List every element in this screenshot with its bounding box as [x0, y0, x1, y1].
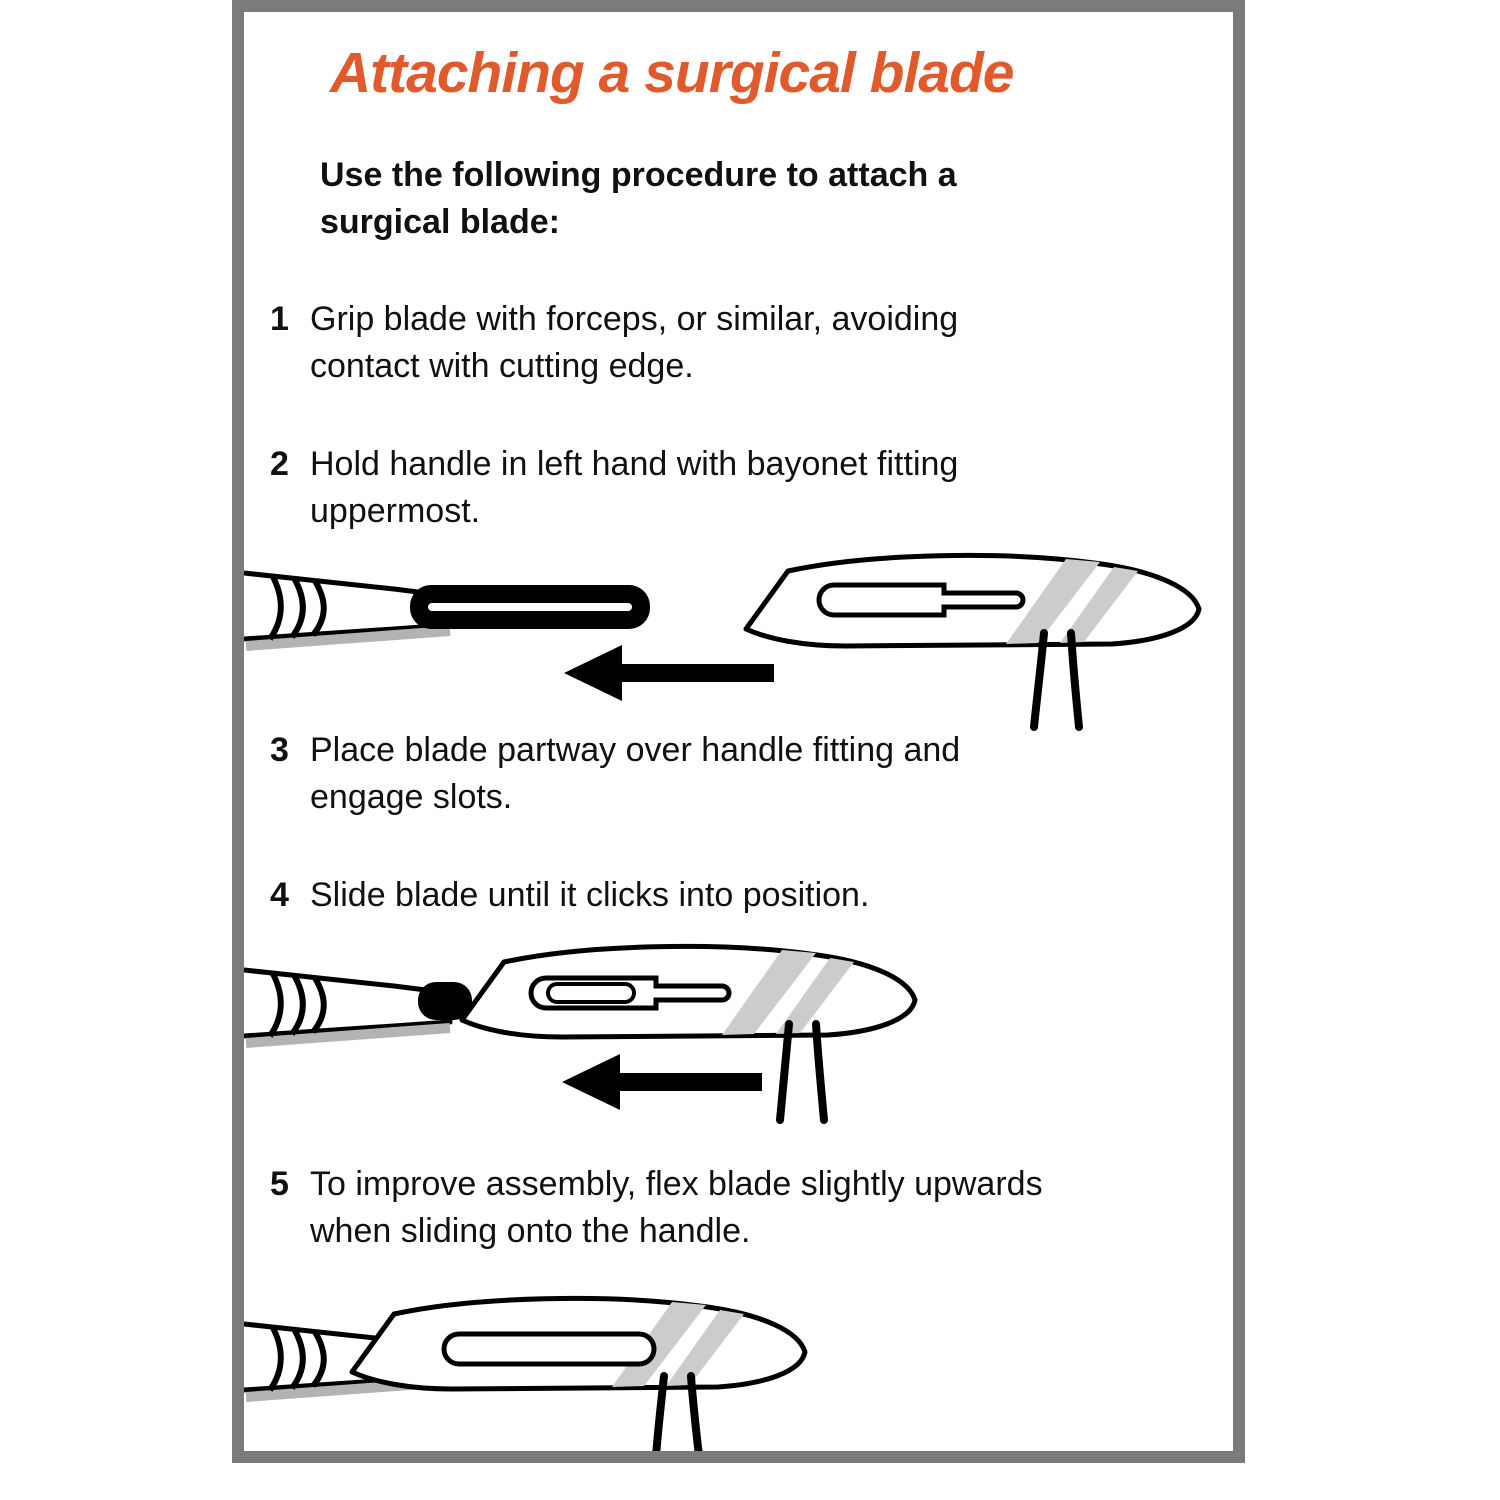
step-5-text: To improve assembly, flex blade slightly…	[310, 1165, 1043, 1250]
left-arrow-icon	[562, 1054, 762, 1110]
surgical-blade-icon	[746, 555, 1199, 646]
page-frame: Attaching a surgical blade Use the follo…	[232, 0, 1245, 1463]
forceps-icon	[652, 1372, 703, 1451]
page-title: Attaching a surgical blade	[330, 41, 1015, 105]
intro-prefix: Use the following procedure to	[320, 156, 829, 194]
step-2-text: Hold handle in left hand with bayonet fi…	[310, 445, 959, 530]
step-5: 5 To improve assembly, flex blade slight…	[270, 1161, 1050, 1255]
step-5-number: 5	[270, 1165, 289, 1203]
step-2-number: 2	[270, 445, 289, 483]
left-arrow-icon	[564, 645, 774, 701]
step-3-number: 3	[270, 731, 289, 769]
intro-suffix: a surgical blade:	[320, 156, 957, 241]
step-4-text: Slide blade until it clicks into positio…	[310, 876, 870, 914]
page-content: Attaching a surgical blade Use the follo…	[244, 12, 1233, 1451]
step-4-number: 4	[270, 876, 289, 914]
intro-emphasis: attach	[828, 156, 929, 194]
figure-1-drawing	[244, 535, 1233, 731]
figure-3-drawing	[244, 1284, 1233, 1451]
step-1-number: 1	[270, 300, 289, 338]
step-1-text: Grip blade with forceps, or similar, avo…	[310, 300, 959, 385]
forceps-icon	[1030, 629, 1083, 731]
step-1: 1 Grip blade with forceps, or similar, a…	[270, 296, 1050, 390]
surgical-blade-icon	[462, 946, 915, 1037]
intro-text: Use the following procedure to attach a …	[320, 152, 1010, 246]
step-2: 2 Hold handle in left hand with bayonet …	[270, 441, 1050, 535]
forceps-icon	[776, 1020, 828, 1124]
step-4: 4 Slide blade until it clicks into posit…	[270, 872, 1050, 919]
figure-2-drawing	[244, 930, 1233, 1124]
figure-blade-attached	[244, 1284, 1233, 1451]
figure-blade-partway-on-handle	[244, 930, 1233, 1130]
bayonet-fitting-icon	[418, 982, 472, 1020]
bayonet-fitting-icon	[410, 585, 650, 629]
surgical-blade-icon	[352, 1298, 805, 1389]
step-3: 3 Place blade partway over handle fittin…	[270, 727, 1050, 821]
step-3-text: Place blade partway over handle fitting …	[310, 731, 961, 816]
figure-blade-approaching-handle	[244, 535, 1233, 735]
